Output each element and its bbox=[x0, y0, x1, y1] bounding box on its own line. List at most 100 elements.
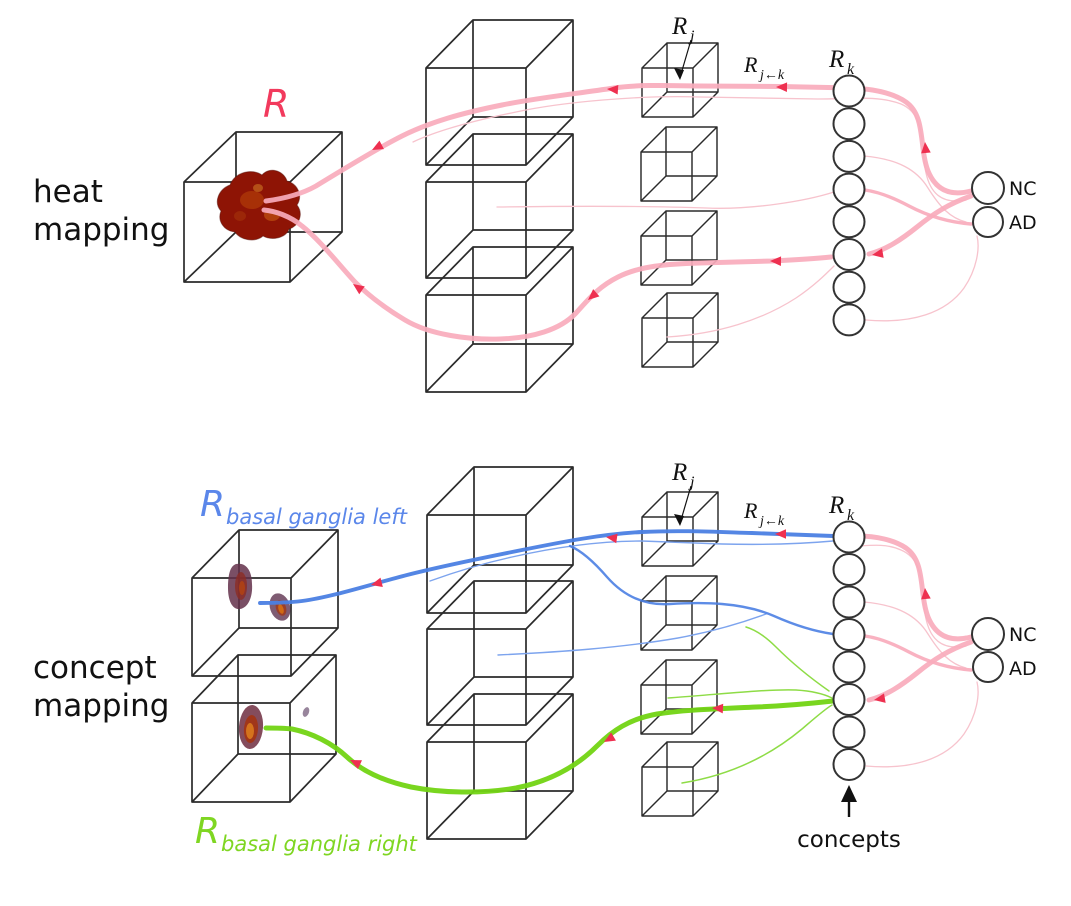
text-labels: heat mapping concept mapping R R basal g… bbox=[33, 13, 1037, 856]
concept-concept-node-6 bbox=[832, 683, 866, 716]
concept-blue-paths bbox=[258, 529, 835, 656]
blue-thin-parallel bbox=[429, 540, 834, 582]
feature-map-cube bbox=[641, 42, 719, 118]
path-nc-to-node1-b bbox=[855, 533, 974, 642]
heat-concept-node-4 bbox=[832, 172, 866, 206]
thin-path-cubeB-to-node4 bbox=[496, 191, 835, 209]
heat-relevance-paths bbox=[261, 82, 979, 342]
rjk-label-top: R bbox=[743, 52, 758, 77]
ad-output-node-top bbox=[972, 206, 1004, 238]
feature-map-cube bbox=[640, 575, 718, 651]
basal-right-label-sub: basal ganglia right bbox=[221, 832, 418, 856]
feature-map-cube bbox=[641, 491, 719, 567]
concept-concept-node-5 bbox=[832, 650, 866, 684]
concept-concept-node-1 bbox=[832, 520, 866, 554]
flow-direction-arrowhead bbox=[604, 732, 616, 742]
rk-sub-bottom: k bbox=[847, 507, 855, 524]
rj-pointer-head-top bbox=[674, 68, 684, 80]
main-path-nc-to-input bbox=[263, 82, 974, 204]
rj-pointer-line-bottom bbox=[680, 485, 692, 521]
feature-map-cube bbox=[641, 292, 719, 368]
rjk-sub-top: j←k bbox=[758, 68, 785, 83]
flow-direction-arrowhead bbox=[872, 248, 884, 258]
heat-title-line2: mapping bbox=[33, 212, 170, 248]
green-thin-node6-upper bbox=[745, 626, 830, 692]
flow-direction-arrowhead bbox=[712, 703, 724, 714]
heat-concept-node-8 bbox=[832, 303, 866, 337]
nc-output-node-bottom bbox=[971, 617, 1005, 651]
concept-concept-node-2 bbox=[832, 553, 866, 586]
volume-cube bbox=[426, 580, 574, 726]
path-node6-to-input bbox=[261, 207, 834, 342]
thin-path-cube4-to-node6 bbox=[666, 265, 835, 338]
flow-direction-arrowhead bbox=[371, 577, 383, 587]
rj-label-bottom: R bbox=[671, 459, 687, 486]
annotation-arrows bbox=[674, 39, 857, 817]
basal-ganglia-right-blob bbox=[238, 705, 310, 749]
relevance-blobs bbox=[216, 169, 310, 749]
rj-pointer-line-top bbox=[680, 39, 692, 75]
heat-concept-node-1 bbox=[832, 74, 866, 108]
nc-label-top: NC bbox=[1009, 178, 1036, 200]
concepts-label: concepts bbox=[797, 827, 901, 853]
nc-output-node-top bbox=[971, 171, 1005, 205]
rj-label-top: R bbox=[671, 13, 687, 40]
flow-direction-arrowhead bbox=[353, 284, 365, 295]
thin-path-node3-to-ad-b bbox=[863, 601, 967, 669]
thin-strand-parallel bbox=[412, 96, 967, 202]
flow-direction-arrowhead bbox=[874, 693, 886, 703]
heat-title-line1: heat bbox=[33, 174, 103, 210]
flow-direction-arrowhead bbox=[921, 588, 931, 600]
rk-sub-top: k bbox=[847, 61, 855, 78]
feature-map-cube bbox=[640, 126, 718, 202]
thin-path-node8-to-ad bbox=[865, 235, 979, 322]
basal-left-label-sub: basal ganglia left bbox=[226, 505, 408, 529]
flow-direction-arrowhead bbox=[588, 289, 600, 300]
ad-label-top: AD bbox=[1009, 212, 1037, 234]
volume-cube bbox=[191, 529, 339, 677]
concept-node-columns bbox=[832, 74, 1005, 781]
flow-direction-arrowhead bbox=[372, 140, 384, 150]
heat-concept-node-3 bbox=[832, 139, 866, 173]
blue-thin-cubeB-merge bbox=[497, 613, 767, 656]
volume-cube bbox=[425, 19, 574, 166]
basal-left-label-base: R bbox=[200, 484, 225, 525]
concept-concept-node-4 bbox=[832, 618, 866, 651]
green-thin-cube3-to-node6 bbox=[667, 689, 833, 699]
ad-output-node-bottom bbox=[972, 651, 1004, 683]
green-thin-cube4-to-node6 bbox=[681, 704, 833, 784]
rk-label-bottom: R bbox=[828, 492, 844, 519]
rjk-sub-bottom: j←k bbox=[758, 514, 785, 529]
concept-concept-node-8 bbox=[832, 748, 866, 781]
rjk-label-bottom: R bbox=[743, 498, 758, 523]
rj-sub-top: j bbox=[688, 28, 695, 45]
volume-cube bbox=[425, 133, 574, 279]
path-nc-to-node6-b bbox=[866, 639, 974, 703]
ad-label-bottom: AD bbox=[1009, 658, 1037, 680]
flow-direction-arrowhead bbox=[775, 529, 786, 539]
concept-concept-node-7 bbox=[832, 715, 866, 749]
flow-direction-arrowhead bbox=[607, 84, 619, 95]
thin-path-node3-to-ad bbox=[863, 155, 967, 223]
flow-direction-arrowhead bbox=[770, 256, 782, 266]
heat-concept-node-5 bbox=[832, 205, 866, 239]
flow-arrowheads bbox=[350, 82, 931, 769]
path-ad-to-node4-b bbox=[863, 634, 973, 672]
rj-pointer-head-bottom bbox=[674, 514, 684, 526]
basal-ganglia-left-blob bbox=[228, 563, 291, 621]
rk-label-top: R bbox=[828, 46, 844, 73]
heat-concept-node-7 bbox=[832, 270, 866, 304]
nc-label-bottom: NC bbox=[1009, 624, 1036, 646]
volume-cube bbox=[426, 693, 574, 840]
volume-cube bbox=[183, 131, 343, 283]
blue-path-node1-to-input bbox=[258, 529, 835, 605]
feature-map-cube bbox=[641, 741, 719, 817]
flow-direction-arrowhead bbox=[776, 82, 788, 92]
volume-cube bbox=[425, 246, 574, 393]
concept-concept-node-3 bbox=[832, 585, 866, 619]
green-path-node6-to-input bbox=[263, 698, 836, 795]
feature-map-cube bbox=[640, 210, 718, 286]
wireframe-cubes bbox=[183, 19, 719, 840]
